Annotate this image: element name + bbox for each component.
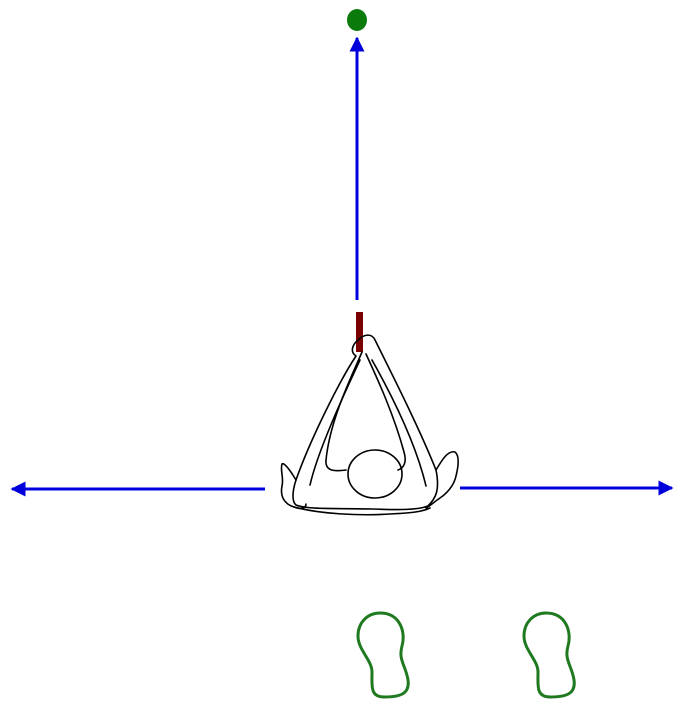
seated-figure-icon — [281, 335, 458, 515]
footprint-icon — [524, 613, 574, 697]
footprint-icon — [358, 613, 408, 697]
bar-icon — [356, 312, 363, 352]
target-dot-icon — [347, 9, 367, 31]
